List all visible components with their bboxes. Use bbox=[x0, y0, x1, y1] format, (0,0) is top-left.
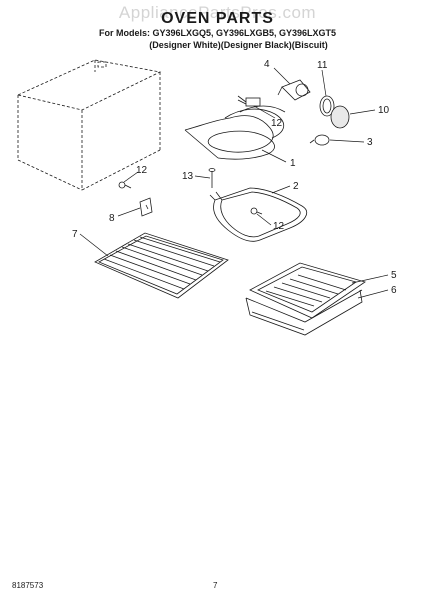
callout-13: 13 bbox=[182, 171, 194, 182]
callout-12-upper: 12 bbox=[271, 118, 283, 129]
callout-6: 6 bbox=[391, 285, 397, 296]
leader-lines bbox=[79, 67, 389, 299]
models-line: For Models: GY396LXGQ5, GY396LXGB5, GY39… bbox=[98, 28, 337, 38]
oven-rack bbox=[94, 232, 229, 299]
screw-13 bbox=[208, 168, 216, 188]
watermark: AppliancePartsPros.com bbox=[118, 3, 317, 22]
bake-element bbox=[184, 105, 286, 160]
light-gasket bbox=[319, 95, 335, 117]
page-title: OVEN PARTS bbox=[161, 10, 274, 27]
callout-5: 5 bbox=[391, 270, 397, 281]
callout-7: 7 bbox=[72, 229, 78, 240]
broil-element bbox=[209, 187, 307, 242]
callout-1: 1 bbox=[290, 158, 296, 169]
light-lens bbox=[330, 105, 350, 129]
element-terminal bbox=[237, 95, 261, 107]
callout-3: 3 bbox=[367, 137, 373, 148]
light-bulb bbox=[309, 134, 330, 146]
callout-12-left: 12 bbox=[136, 165, 148, 176]
callout-10: 10 bbox=[378, 105, 390, 116]
colors-line: (Designer White)(Designer Black)(Biscuit… bbox=[149, 40, 328, 50]
bracket-8 bbox=[139, 197, 153, 217]
page-number: 7 bbox=[213, 581, 218, 590]
callout-11: 11 bbox=[317, 60, 328, 71]
callout-2: 2 bbox=[293, 181, 299, 192]
screw-12-left bbox=[118, 181, 132, 189]
document-number: 8187573 bbox=[12, 581, 44, 590]
broiler-pan-insert bbox=[249, 262, 366, 319]
oven-cavity-outline bbox=[16, 59, 162, 191]
callout-12-lower: 12 bbox=[273, 221, 285, 232]
callout-4: 4 bbox=[264, 59, 270, 70]
callout-8: 8 bbox=[109, 213, 115, 224]
broiler-pan bbox=[245, 289, 363, 336]
screw-12-lower bbox=[250, 207, 263, 215]
light-socket bbox=[277, 79, 311, 101]
